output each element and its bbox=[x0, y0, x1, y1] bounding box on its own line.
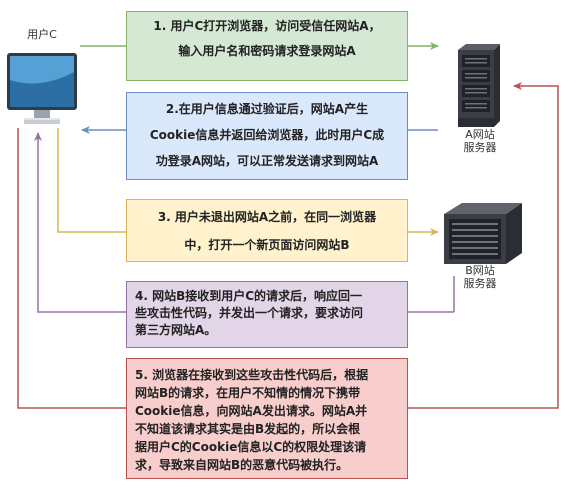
step-2-text: 2.在用户信息通过验证后，网站A产生 Cookie信息并返回给浏览器，此时用户C… bbox=[149, 102, 385, 168]
server-rack-icon bbox=[444, 203, 522, 264]
step-5-box: 5. 浏览器在接收到这些攻击性代码后，根据 网站B的请求，在用户不知情的情况下携… bbox=[126, 358, 408, 479]
step-4-text: 4. 网站B接收到用户C的请求后，响应回一 些攻击性代码，并发出一个请求，要求访… bbox=[135, 289, 364, 337]
step-1-text: 1. 用户C打开浏览器，访问受信任网站A， 输入用户名和密码请求登录网站A bbox=[153, 19, 381, 58]
monitor-icon bbox=[7, 53, 77, 124]
step-5-text: 5. 浏览器在接收到这些攻击性代码后，根据 网站B的请求，在用户不知情的情况下携… bbox=[135, 368, 369, 472]
server-tower-icon bbox=[458, 44, 500, 127]
user-c-label: 用户C bbox=[27, 28, 57, 41]
arrow-step5-right bbox=[408, 82, 559, 409]
server-b-label: B网站 服务器 bbox=[463, 264, 497, 290]
arrow-step3-left bbox=[57, 128, 126, 233]
arrow-step4-left bbox=[34, 132, 126, 313]
step-3-box: 3. 用户未退出网站A之前，在同一浏览器 中，打开一个新页面访问网站B bbox=[126, 199, 408, 262]
step-3-text: 3. 用户未退出网站A之前，在同一浏览器 中，打开一个新页面访问网站B bbox=[157, 210, 377, 252]
server-a-label: A网站 服务器 bbox=[463, 128, 497, 154]
step-4-box: 4. 网站B接收到用户C的请求后，响应回一 些攻击性代码，并发出一个请求，要求访… bbox=[126, 281, 408, 348]
arrow-step5-left bbox=[17, 128, 126, 409]
step-1-box: 1. 用户C打开浏览器，访问受信任网站A， 输入用户名和密码请求登录网站A bbox=[126, 11, 408, 81]
step-2-box: 2.在用户信息通过验证后，网站A产生 Cookie信息并返回给浏览器，此时用户C… bbox=[126, 92, 408, 180]
